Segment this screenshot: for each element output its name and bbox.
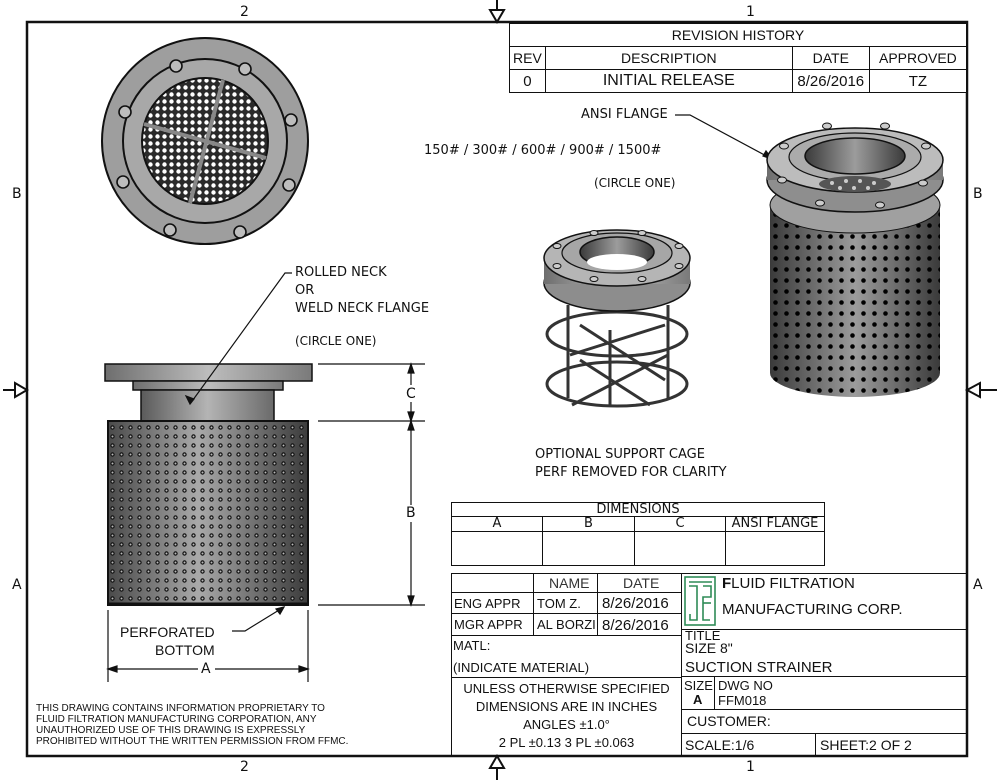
description-header: DESCRIPTION <box>544 46 793 70</box>
eng-appr-label: ENG APPR <box>454 596 521 611</box>
approved-header: APPROVED <box>868 46 968 70</box>
notice-line1: THIS DRAWING CONTAINS INFORMATION PROPRI… <box>36 703 325 714</box>
dimensions-value-row <box>451 531 825 566</box>
dimensions-value-b[interactable] <box>542 531 635 566</box>
approvals-date-header: DATE <box>623 575 660 591</box>
center-mark-left <box>3 381 29 399</box>
rev-header: REV <box>509 46 546 70</box>
dimensions-header-c: C <box>634 516 726 532</box>
size-label: SIZE <box>684 678 713 693</box>
callout-neck-circle-one: (CIRCLE ONE) <box>295 334 377 348</box>
dimension-label-c: C <box>406 386 416 402</box>
proprietary-notice: THIS DRAWING CONTAINS INFORMATION PROPRI… <box>36 703 348 747</box>
title-info-block <box>682 573 967 756</box>
dimensions-table: DIMENSIONS A B C ANSI FLANGE <box>451 502 825 566</box>
dimensions-header-b: B <box>542 516 635 532</box>
center-mark-right <box>964 381 997 399</box>
revision-row: 0 INITIAL RELEASE 8/26/2016 TZ <box>509 69 968 93</box>
callout-neck-line1: ROLLED NECK <box>295 265 387 280</box>
revision-history-title: REVISION HISTORY <box>509 23 967 47</box>
tolerance-line4: 2 PL ±0.13 3 PL ±0.063 <box>498 735 635 750</box>
zone-label-left-b: B <box>12 186 22 202</box>
material-label: MATL: <box>453 638 491 653</box>
revision-rev: 0 <box>509 69 546 93</box>
approvals-name-header: NAME <box>549 575 590 591</box>
side-view-strainer <box>104 363 313 606</box>
revision-description: INITIAL RELEASE <box>544 69 793 93</box>
zone-label-right-b: B <box>973 186 983 202</box>
eng-appr-date: 8/26/2016 <box>602 595 669 612</box>
approvals-block <box>451 573 682 756</box>
mgr-appr-name: AL BORZI <box>537 617 596 632</box>
zone-label-bottom-1: 1 <box>746 759 755 775</box>
callout-ansi-flange: ANSI FLANGE <box>581 107 668 122</box>
callout-perforated-line1: PERFORATED <box>120 624 215 640</box>
dimension-label-a: A <box>201 661 211 677</box>
size-value: A <box>693 692 703 707</box>
material-value[interactable]: (INDICATE MATERIAL) <box>453 660 590 675</box>
callout-flange-classes: 150# / 300# / 600# / 900# / 1500# <box>424 143 662 158</box>
callout-cage-line1: OPTIONAL SUPPORT CAGE <box>535 447 705 462</box>
tolerance-notes: UNLESS OTHERWISE SPECIFIED DIMENSIONS AR… <box>451 680 682 752</box>
company-name-line1: FLUID FILTRATION <box>722 575 855 592</box>
title-label: TITLE <box>685 628 721 643</box>
zone-label-right-a: A <box>973 577 983 593</box>
revision-approved: TZ <box>868 69 968 93</box>
dimension-lines <box>106 362 425 682</box>
center-mark-top <box>488 0 506 24</box>
mgr-appr-date: 8/26/2016 <box>602 617 669 634</box>
tolerance-line3: ANGLES ±1.0° <box>523 717 610 732</box>
dwg-no-value: FFM018 <box>718 693 767 708</box>
title-block <box>451 573 967 756</box>
dimensions-header-ansi-flange: ANSI FLANGE <box>725 516 825 532</box>
callout-perforated-line2: BOTTOM <box>155 642 215 658</box>
mgr-appr-label: MGR APPR <box>454 617 523 632</box>
tolerance-line1: UNLESS OTHERWISE SPECIFIED <box>463 681 670 696</box>
date-header: DATE <box>791 46 870 70</box>
title-line2: SUCTION STRAINER <box>685 659 833 676</box>
company-logo-icon <box>684 576 716 626</box>
company-name-rest: LUID FILTRATION <box>731 575 855 592</box>
iso-support-cage <box>543 229 691 408</box>
revision-date: 8/26/2016 <box>791 69 870 93</box>
callout-neck-line3: WELD NECK FLANGE <box>295 301 430 316</box>
center-mark-bottom <box>488 754 506 780</box>
callout-flange-circle-one: (CIRCLE ONE) <box>594 176 676 190</box>
notice-line2: FLUID FILTRATION MANUFACTURING CORPORATI… <box>36 714 317 725</box>
revision-history-table: REVISION HISTORY REV DESCRIPTION DATE AP… <box>509 23 968 93</box>
zone-label-left-a: A <box>12 577 22 593</box>
tolerance-line2: DIMENSIONS ARE IN INCHES <box>475 699 658 714</box>
eng-appr-name: TOM Z. <box>537 596 581 611</box>
zone-label-bottom-2: 2 <box>240 759 249 775</box>
customer-label[interactable]: CUSTOMER: <box>687 713 771 729</box>
callout-neck-line2: OR <box>295 283 315 298</box>
dimensions-title: DIMENSIONS <box>451 502 825 517</box>
dimensions-header-a: A <box>451 516 543 532</box>
notice-line3: UNAUTHORIZED USE OF THIS DRAWING IS EXPR… <box>36 725 306 736</box>
sheet-value: SHEET:2 OF 2 <box>820 737 912 753</box>
dimensions-value-a[interactable] <box>451 531 543 566</box>
dimensions-value-ansi-flange[interactable] <box>725 531 825 566</box>
iso-strainer-basket <box>766 122 944 397</box>
scale-value: SCALE:1/6 <box>685 737 755 753</box>
callout-cage-line2: PERF REMOVED FOR CLARITY <box>535 465 727 480</box>
zone-label-top-2: 2 <box>240 4 249 20</box>
top-view-flange <box>101 37 309 245</box>
notice-line4: PROHIBITED WITHOUT THE WRITTEN PERMISSIO… <box>36 736 349 747</box>
company-initial: F <box>722 575 732 592</box>
dwg-no-label: DWG NO <box>718 678 773 693</box>
zone-label-top-1: 1 <box>746 4 755 20</box>
dimensions-value-c[interactable] <box>634 531 726 566</box>
company-name-line2: MANUFACTURING CORP. <box>722 601 903 618</box>
dimension-label-b: B <box>406 505 416 521</box>
title-line1: SIZE 8" <box>685 640 733 656</box>
